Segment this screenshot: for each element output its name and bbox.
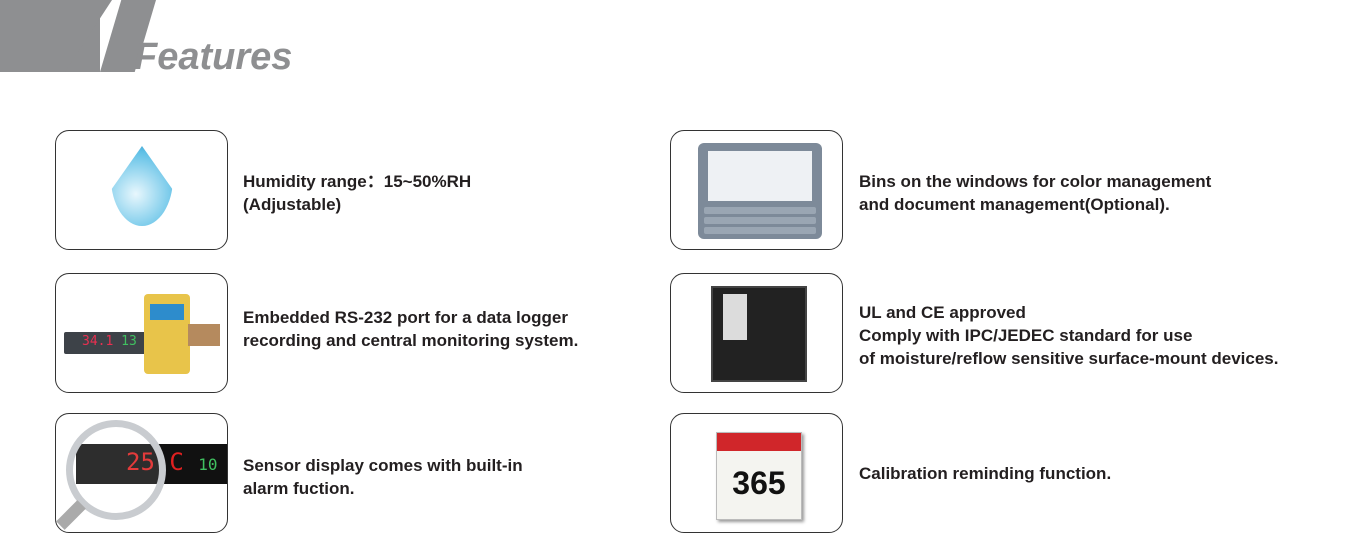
sensor-display-image: 25.C 10 [55,413,228,533]
feature-line: Bins on the windows for color management [859,172,1212,191]
feature-line: alarm fuction. [243,479,355,498]
calendar-image: 365 [670,413,843,533]
feature-line: and document management(Optional). [859,195,1170,214]
feature-calibration: Calibration reminding function. [859,462,1111,485]
magnifier-icon [66,420,166,520]
feature-line: Sensor display comes with built-in [243,456,523,475]
feature-sensor: Sensor display comes with built-in alarm … [243,454,523,500]
bins-image [670,130,843,250]
feature-line: Humidity range：15~50%RH [243,172,472,191]
calendar-icon: 365 [716,432,802,520]
feature-line: of moisture/reflow sensitive surface-mou… [859,349,1279,368]
water-drop-icon [111,146,173,226]
magnifier-handle [56,500,86,530]
page-title: Features [134,36,293,78]
feature-line: Comply with IPC/JEDEC standard for use [859,326,1193,345]
data-logger-image: 34.1 13 [55,273,228,393]
feature-line: recording and central monitoring system. [243,331,579,350]
bins [698,143,822,239]
feature-rs232: Embedded RS-232 port for a data logger re… [243,306,578,352]
feature-bins: Bins on the windows for color management… [859,170,1211,216]
feature-line: Embedded RS-232 port for a data logger [243,308,568,327]
feature-line: (Adjustable) [243,195,342,214]
control-panel [711,286,807,382]
data-logger [144,294,190,374]
calendar-number: 365 [732,465,786,501]
humidity-image [55,130,228,250]
control-panel-image [670,273,843,393]
feature-humidity: Humidity range：15~50%RH (Adjustable) [243,170,471,216]
feature-line: Calibration reminding function. [859,464,1112,483]
logger-strap [188,324,220,346]
feature-line: UL and CE approved [859,303,1026,322]
